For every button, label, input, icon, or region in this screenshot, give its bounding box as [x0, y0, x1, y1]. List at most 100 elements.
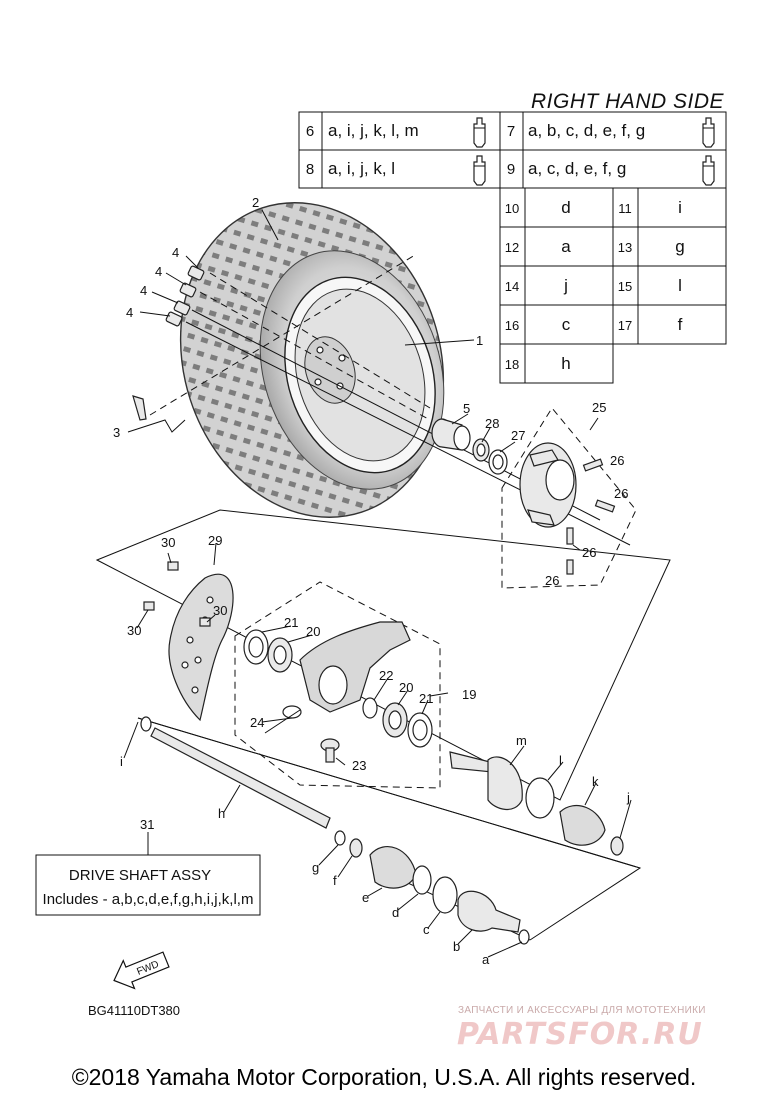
spec-row8-no: 8 — [306, 161, 314, 178]
band-d — [412, 865, 432, 895]
circlip-24 — [282, 705, 302, 719]
callout-e: e — [362, 890, 369, 905]
spec-row9-letters: a, c, d, e, f, g — [528, 159, 626, 178]
callout-26: 26 — [582, 545, 596, 560]
nut-27 — [488, 449, 508, 475]
spec-no-16: 16 — [505, 318, 519, 333]
spec-row6-no: 6 — [306, 123, 314, 140]
spec-no-11: 11 — [618, 201, 632, 216]
callout-c: c — [423, 922, 430, 937]
spec-letter-16: c — [562, 315, 571, 334]
copyright-text: ©2018 Yamaha Motor Corporation, U.S.A. A… — [72, 1064, 697, 1090]
brake-disc-29 — [168, 573, 234, 722]
steering-knuckle — [299, 621, 411, 713]
leader-lines — [123, 209, 632, 958]
clip-g — [334, 830, 346, 846]
callout-20: 20 — [306, 624, 320, 639]
drive-shaft-assy-title: DRIVE SHAFT ASSY — [69, 867, 211, 884]
callout-19: 19 — [462, 687, 476, 702]
callout-26: 26 — [614, 486, 628, 501]
callout-30: 30 — [161, 535, 175, 550]
spec-row9-no: 9 — [507, 161, 515, 178]
callout-l: l — [559, 753, 562, 768]
callout-m: m — [516, 733, 527, 748]
callout-1: 1 — [476, 333, 483, 348]
grease-tube-icon — [473, 117, 486, 148]
spec-row7-no: 7 — [507, 123, 515, 140]
wheel-hub-25 — [519, 442, 577, 528]
inner-joint-b — [457, 890, 521, 933]
callout-20: 20 — [399, 680, 413, 695]
lug-hole — [316, 346, 324, 354]
spec-no-17: 17 — [618, 318, 632, 333]
lug-hole — [314, 378, 322, 386]
callout-b: b — [453, 939, 460, 954]
spec-letter-10: d — [561, 198, 570, 217]
spec-row8-letters: a, i, j, k, l — [328, 159, 395, 178]
callout-21: 21 — [419, 691, 433, 706]
callout-k: k — [592, 774, 599, 789]
spec-row6-letters: a, i, j, k, l, m — [328, 121, 419, 140]
callout-g: g — [312, 860, 319, 875]
spec-no-18: 18 — [505, 357, 519, 372]
boot-k — [559, 804, 606, 846]
bearing-21a — [243, 629, 269, 665]
hub-bolt-icon — [566, 527, 574, 545]
callout-2: 2 — [252, 195, 259, 210]
callout-a: a — [482, 952, 490, 967]
callout-24: 24 — [250, 715, 264, 730]
disc-bolt-icon — [167, 561, 179, 571]
clip-a — [518, 929, 530, 945]
spec-letter-17: f — [678, 315, 683, 334]
callout-d: d — [392, 905, 399, 920]
drive-shaft-plane — [137, 717, 642, 941]
grease-tube-icon — [702, 117, 715, 148]
band-f — [349, 838, 363, 858]
callout-23: 23 — [352, 758, 366, 773]
diagram-code: BG41110DT380 — [88, 1003, 180, 1018]
spacer-22 — [362, 697, 378, 719]
spec-no-10: 10 — [505, 201, 519, 216]
seal-21b — [407, 712, 433, 748]
circlip-i — [140, 716, 152, 732]
callout-5: 5 — [463, 401, 470, 416]
ball-joint-23 — [320, 738, 340, 763]
spec-letter-12: a — [561, 237, 571, 256]
spec-row7-letters: a, b, c, d, e, f, g — [528, 121, 645, 140]
callout-26: 26 — [545, 573, 559, 588]
spec-letter-14: j — [563, 276, 568, 295]
spec-no-14: 14 — [505, 279, 519, 294]
tire-assembly — [179, 202, 445, 518]
callout-4: 4 — [172, 245, 179, 260]
spec-letter-11: i — [678, 198, 682, 217]
drive-shaft-assy-includes: Includes - a,b,c,d,e,f,g,h,i,j,k,l,m — [43, 891, 254, 908]
boot-band-l — [525, 777, 555, 819]
disc-bolt-icon — [143, 601, 155, 611]
band-c — [432, 876, 458, 914]
grease-tube-icon — [702, 155, 715, 186]
hub-bolt-icon — [566, 559, 574, 575]
spec-no-13: 13 — [618, 240, 632, 255]
callout-3: 3 — [113, 425, 120, 440]
callout-j: j — [626, 790, 630, 805]
washer-28 — [472, 438, 490, 462]
grease-tube-icon — [473, 155, 486, 186]
callout-f: f — [333, 873, 337, 888]
hub-bolt-icon — [594, 499, 616, 513]
boot-e — [369, 845, 417, 889]
spec-table: 6 a, i, j, k, l, m 7 a, b, c, d, e, f, g… — [298, 111, 727, 384]
drive-shaft-h — [150, 727, 331, 829]
hub-spacer-5 — [431, 418, 471, 451]
drive-shaft-assy-box: DRIVE SHAFT ASSY Includes - a,b,c,d,e,f,… — [35, 854, 261, 916]
callout-27: 27 — [511, 428, 525, 443]
spec-no-15: 15 — [618, 279, 632, 294]
wheel-rim-inner — [294, 288, 426, 462]
lug-hole — [338, 354, 346, 362]
callout-22: 22 — [379, 668, 393, 683]
bearing-20a — [267, 637, 293, 673]
callout-i: i — [120, 754, 123, 769]
callout-26: 26 — [610, 453, 624, 468]
callout-4: 4 — [155, 264, 162, 279]
lug-nut-icon — [165, 311, 183, 327]
clip-j — [610, 836, 624, 856]
